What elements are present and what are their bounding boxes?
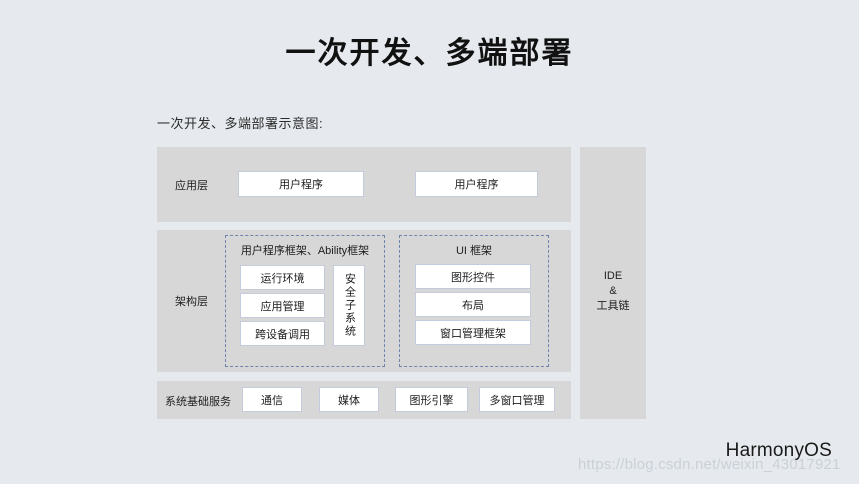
ide-label-line-3: 工具链 (596, 300, 630, 312)
ide-toolchain-panel (580, 147, 646, 419)
box-security-subsystem: 安全子系统 (333, 265, 365, 346)
csdn-watermark: https://blog.csdn.net/weixin_43017921 (578, 456, 841, 473)
box-window-management-framework: 窗口管理框架 (415, 320, 531, 345)
system-base-services-label: 系统基础服务 (165, 396, 231, 408)
box-application-management: 应用管理 (240, 293, 325, 318)
group-ui-framework (399, 235, 549, 367)
group-app-ability-framework-title: 用户程序框架、Ability框架 (240, 245, 370, 257)
ide-label-line-1: IDE (603, 270, 623, 282)
box-graphic-widgets: 图形控件 (415, 264, 531, 289)
ide-label-line-2: & (609, 285, 617, 297)
box-media: 媒体 (319, 387, 379, 412)
box-graphics-engine: 图形引擎 (395, 387, 468, 412)
group-ui-framework-title: UI 框架 (455, 245, 493, 257)
box-layout: 布局 (415, 292, 531, 317)
application-layer-label: 应用层 (175, 180, 208, 192)
box-multi-window-management: 多窗口管理 (479, 387, 555, 412)
ide-toolchain-label: IDE & 工具链 (580, 269, 646, 314)
box-runtime-environment: 运行环境 (240, 265, 325, 290)
harmonyos-brand-text: HarmonyOS (725, 440, 832, 461)
page-title: 一次开发、多端部署 (285, 37, 574, 70)
box-user-program-1: 用户程序 (238, 171, 364, 197)
architecture-layer-label: 架构层 (175, 296, 208, 308)
box-cross-device-invocation: 跨设备调用 (240, 321, 325, 346)
box-communication: 通信 (242, 387, 302, 412)
group-app-ability-framework (225, 235, 385, 367)
diagram-caption: 一次开发、多端部署示意图: (157, 116, 324, 131)
box-user-program-2: 用户程序 (415, 171, 538, 197)
architecture-diagram: 应用层 用户程序 用户程序 架构层 用户程序框架、Ability框架 运行环境 … (157, 147, 646, 419)
